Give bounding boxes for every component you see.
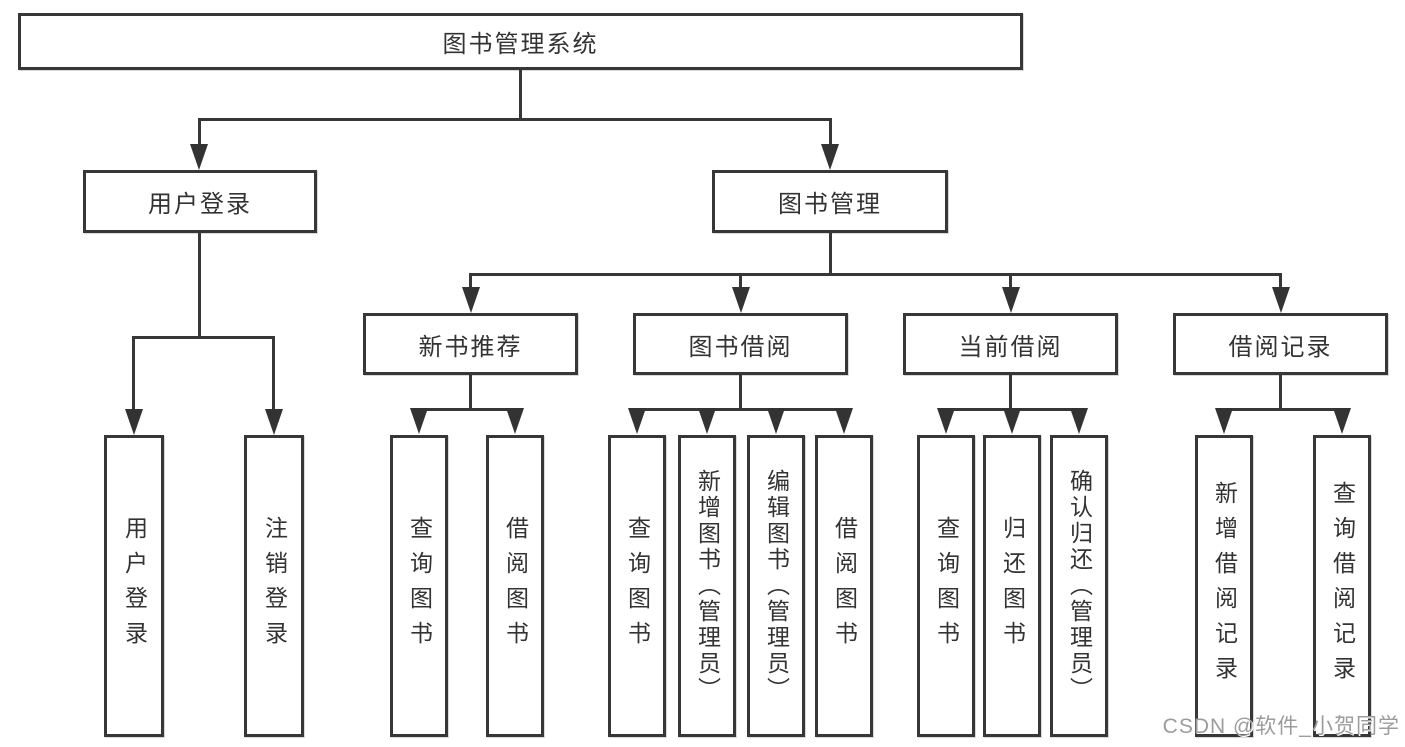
leaf-borrow-books-recommend: 借阅图书 [486, 435, 544, 737]
leaf-add-books-admin-label: 新增图书（管理员） [694, 469, 721, 703]
leaf-query-borrow-record: 查询借阅记录 [1313, 435, 1371, 737]
leaf-confirm-return-admin-label: 确认归还（管理员） [1066, 469, 1093, 703]
node-root-label: 图书管理系统 [442, 31, 599, 58]
connector-line [1009, 273, 1012, 293]
arrow-down-icon [1003, 408, 1021, 434]
leaf-borrow-books-recommend-label: 借阅图书 [502, 516, 529, 656]
connector-line [469, 375, 472, 409]
node-new-book-recommend-label: 新书推荐 [418, 333, 523, 361]
arrow-down-icon [1333, 408, 1351, 434]
arrow-down-icon [1002, 287, 1020, 313]
connector-line [132, 336, 135, 416]
arrow-down-icon [628, 408, 646, 434]
arrow-down-icon [1070, 408, 1088, 434]
node-new-book-recommend: 新书推荐 [363, 313, 578, 375]
connector-line [1224, 408, 1342, 411]
leaf-query-books-current: 查询图书 [917, 435, 975, 737]
leaf-logout-label: 注销登录 [261, 516, 288, 656]
arrow-down-icon [1272, 287, 1290, 313]
connector-line [469, 273, 1282, 276]
leaf-user-login-label: 用户登录 [121, 516, 148, 656]
connector-line [1279, 273, 1282, 293]
leaf-edit-books-admin: 编辑图书（管理员） [747, 435, 805, 737]
node-user-login: 用户登录 [83, 170, 317, 233]
node-book-borrow: 图书借阅 [633, 313, 848, 375]
leaf-confirm-return-admin: 确认归还（管理员） [1050, 435, 1108, 737]
arrow-down-icon [190, 144, 208, 170]
node-current-borrow: 当前借阅 [903, 313, 1118, 375]
connector-line [198, 233, 201, 338]
csdn-watermark: CSDN @软件_小贺同学 [1162, 715, 1400, 738]
connector-line [1279, 375, 1282, 409]
leaf-add-books-admin: 新增图书（管理员） [678, 435, 736, 737]
connector-line [419, 408, 515, 411]
leaf-borrow-books-label: 借阅图书 [831, 516, 858, 656]
arrow-down-icon [462, 287, 480, 313]
arrow-down-icon [937, 408, 955, 434]
arrow-down-icon [767, 408, 785, 434]
node-borrow-records: 借阅记录 [1173, 313, 1388, 375]
leaf-query-books-current-label: 查询图书 [933, 516, 960, 656]
node-user-login-label: 用户登录 [148, 191, 252, 218]
arrow-down-icon [732, 287, 750, 313]
leaf-edit-books-admin-label: 编辑图书（管理员） [763, 469, 790, 703]
connector-line [272, 336, 275, 416]
arrow-down-icon [835, 408, 853, 434]
connector-line [1009, 375, 1012, 409]
arrow-down-icon [698, 408, 716, 434]
node-root-library-system: 图书管理系统 [18, 13, 1023, 70]
connector-line [829, 233, 832, 275]
leaf-logout: 注销登录 [244, 435, 304, 737]
connector-line [519, 70, 522, 120]
leaf-query-books-recommend-label: 查询图书 [406, 516, 433, 656]
leaf-query-books-borrow-label: 查询图书 [624, 516, 651, 656]
leaf-add-borrow-record-label: 新增借阅记录 [1211, 481, 1238, 691]
leaf-return-books: 归还图书 [983, 435, 1041, 737]
leaf-return-books-label: 归还图书 [999, 516, 1026, 656]
connector-line [637, 408, 844, 411]
node-book-management: 图书管理 [712, 170, 948, 233]
leaf-add-borrow-record: 新增借阅记录 [1195, 435, 1253, 737]
arrow-down-icon [265, 409, 283, 435]
leaf-user-login: 用户登录 [104, 435, 164, 737]
arrow-down-icon [410, 408, 428, 434]
connector-line [198, 118, 832, 121]
node-borrow-records-label: 借阅记录 [1228, 333, 1333, 361]
node-current-borrow-label: 当前借阅 [958, 333, 1063, 361]
connector-line [198, 118, 201, 148]
node-book-management-label: 图书管理 [778, 191, 882, 218]
connector-line [739, 273, 742, 293]
leaf-query-borrow-record-label: 查询借阅记录 [1329, 481, 1356, 691]
connector-line [829, 118, 832, 148]
connector-line [739, 375, 742, 409]
leaf-query-books-borrow: 查询图书 [608, 435, 666, 737]
leaf-query-books-recommend: 查询图书 [390, 435, 448, 737]
arrow-down-icon [821, 144, 839, 170]
arrow-down-icon [1215, 408, 1233, 434]
connector-line [469, 273, 472, 293]
arrow-down-icon [506, 408, 524, 434]
arrow-down-icon [125, 409, 143, 435]
connector-line [132, 336, 275, 339]
node-book-borrow-label: 图书借阅 [688, 333, 793, 361]
leaf-borrow-books: 借阅图书 [815, 435, 873, 737]
